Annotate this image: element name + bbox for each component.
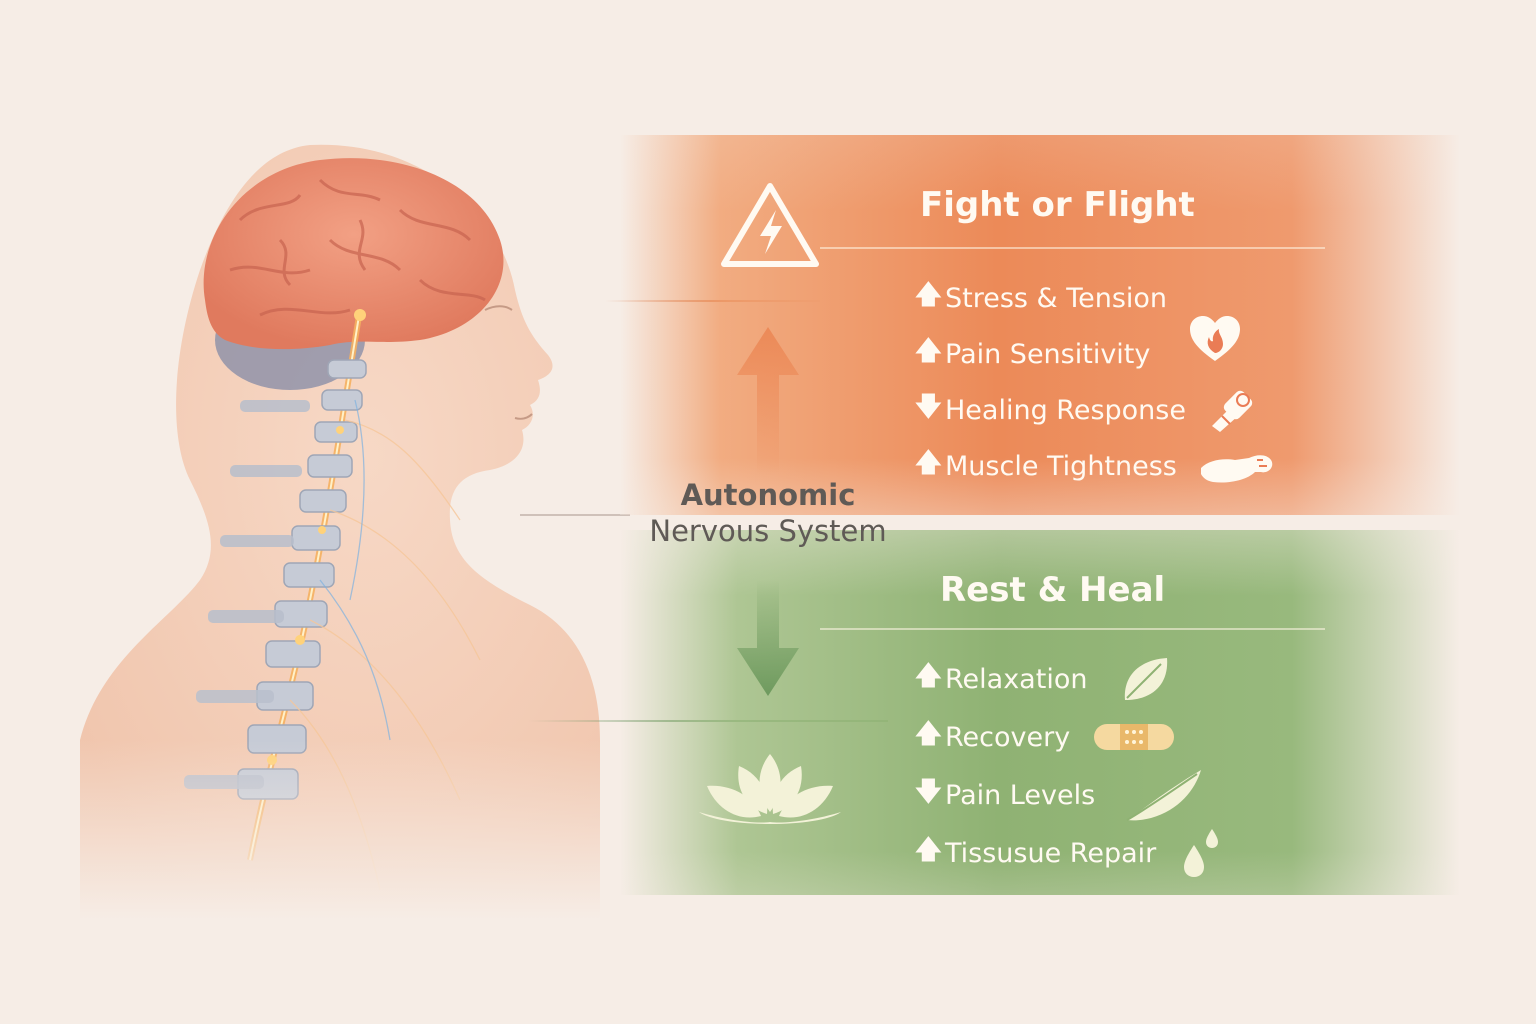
arrow-down-icon: 🡇 [915, 777, 942, 807]
rest-and-heal-title: Rest & Heal [940, 570, 1166, 610]
lotus-icon [699, 754, 841, 824]
list-item: 🡅 Tissusue Repair [915, 824, 1224, 882]
rest-title-divider [820, 628, 1325, 630]
arrow-down-icon [737, 580, 799, 696]
bandage-icon [1092, 720, 1176, 754]
list-item: 🡅 Recovery [915, 708, 1224, 766]
item-label: Tissusue Repair [945, 837, 1157, 869]
warning-lightning-icon [721, 183, 819, 267]
arrow-up-icon: 🡅 [915, 336, 942, 366]
arrow-up-icon [737, 327, 799, 475]
feather-icon [1121, 766, 1205, 824]
arrow-up-icon: 🡅 [915, 448, 942, 478]
rest-effects-list: 🡅 Relaxation 🡅 Recovery [915, 650, 1224, 882]
arrow-up-icon: 🡅 [915, 280, 942, 310]
fight-effects-list: 🡅 Stress & Tension 🡅 Pain Sensitivity 🡇 … [915, 270, 1275, 494]
fight-title-divider [820, 247, 1325, 249]
leaf-icon [1121, 654, 1171, 704]
list-item: 🡅 Muscle Tightness [915, 438, 1275, 494]
item-label: Pain Levels [945, 779, 1096, 811]
item-label: Relaxation [945, 663, 1088, 695]
center-subtitle: Nervous System [649, 514, 887, 548]
list-item: 🡇 Pain Levels [915, 766, 1224, 824]
arrow-up-icon: 🡅 [915, 719, 942, 749]
mouth [514, 413, 533, 420]
item-label: Pain Sensitivity [945, 338, 1151, 370]
arrow-down-icon: 🡇 [915, 392, 942, 422]
heart-flame-icon [1188, 315, 1242, 365]
autonomic-nervous-system-label: Autonomic Nervous System [628, 478, 908, 548]
closed-eye [484, 305, 513, 311]
center-title: Autonomic [680, 478, 856, 512]
head-spine-illustration [60, 144, 620, 920]
clenched-arm-icon [1199, 446, 1275, 486]
guide-line-middle [520, 514, 630, 516]
fight-or-flight-title: Fight or Flight [920, 185, 1195, 225]
arrow-up-icon: 🡅 [915, 835, 942, 865]
list-item: 🡅 Relaxation [915, 650, 1224, 708]
item-label: Muscle Tightness [945, 450, 1177, 482]
bandaged-arm-icon [1208, 386, 1258, 434]
item-label: Healing Response [945, 394, 1186, 426]
water-drops-icon [1178, 825, 1224, 881]
arrow-up-icon: 🡅 [915, 661, 942, 691]
item-label: Recovery [945, 721, 1071, 753]
list-item: 🡅 Stress & Tension [915, 270, 1275, 326]
list-item: 🡅 Pain Sensitivity [915, 316, 1275, 382]
item-label: Stress & Tension [945, 282, 1168, 314]
list-item: 🡇 Healing Response [915, 382, 1275, 438]
